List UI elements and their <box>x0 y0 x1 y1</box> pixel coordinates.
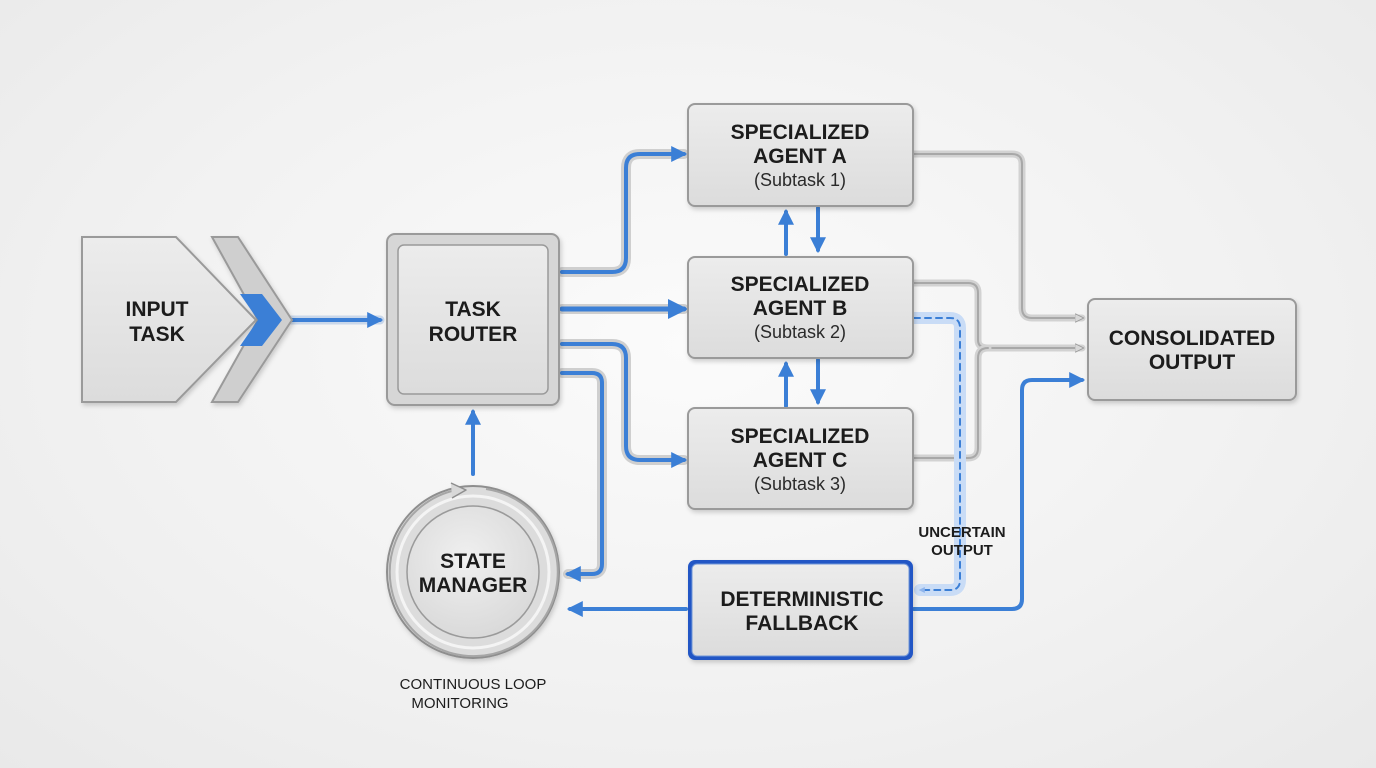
agent-c-label-1: SPECIALIZED <box>731 425 870 448</box>
state-manager-label-2: MANAGER <box>419 574 528 597</box>
connector-agent-c-output <box>910 344 992 462</box>
agent-b-node: SPECIALIZED AGENT B (Subtask 2) <box>687 256 914 359</box>
agent-a-label-1: SPECIALIZED <box>731 121 870 144</box>
agent-c-node: SPECIALIZED AGENT C (Subtask 3) <box>687 407 914 510</box>
agent-a-label-2: AGENT A <box>753 145 847 168</box>
gray-connectors <box>910 150 1086 462</box>
connector-router-agent-c <box>557 339 689 465</box>
input-pentagon-shape <box>81 236 258 403</box>
output-label-2: OUTPUT <box>1149 351 1236 374</box>
loop-arrow-icon <box>388 488 559 658</box>
connector-router-agent-a <box>557 149 689 277</box>
state-manager-node: STATE MANAGER <box>386 482 560 659</box>
input-task-label-2: TASK <box>129 323 185 346</box>
uncertain-label-1: UNCERTAIN <box>918 524 1005 541</box>
connector-router-state <box>557 368 607 579</box>
input-blue-chevron <box>240 294 282 346</box>
agent-a-subtask: (Subtask 1) <box>754 170 846 190</box>
agent-b-label-2: AGENT B <box>753 297 848 320</box>
blue-connectors <box>285 146 1086 617</box>
state-caption-1: CONTINUOUS LOOP <box>400 676 547 693</box>
input-task-label-1: INPUT <box>126 298 189 321</box>
uncertain-label-2: OUTPUT <box>931 542 993 559</box>
task-router-label-2: ROUTER <box>429 323 518 346</box>
deterministic-fallback-node: DETERMINISTIC FALLBACK <box>688 560 913 660</box>
state-caption-2: MONITORING <box>411 695 508 712</box>
agent-c-subtask: (Subtask 3) <box>754 474 846 494</box>
task-router-node: TASK ROUTER <box>386 233 560 406</box>
fallback-label-2: FALLBACK <box>745 612 858 635</box>
agent-b-label-1: SPECIALIZED <box>731 273 870 296</box>
agent-b-subtask: (Subtask 2) <box>754 322 846 342</box>
fallback-label-1: DETERMINISTIC <box>720 588 883 611</box>
connector-fallback-output <box>912 372 1086 611</box>
task-router-label-1: TASK <box>445 298 501 321</box>
input-task-node: INPUT TASK <box>81 236 294 403</box>
state-manager-label-1: STATE <box>440 550 506 573</box>
consolidated-output-node: CONSOLIDATED OUTPUT <box>1087 298 1297 401</box>
connector-agent-a-output <box>910 150 1086 322</box>
output-label-1: CONSOLIDATED <box>1109 327 1275 350</box>
agent-c-label-2: AGENT C <box>753 449 848 472</box>
agent-a-node: SPECIALIZED AGENT A (Subtask 1) <box>687 103 914 207</box>
